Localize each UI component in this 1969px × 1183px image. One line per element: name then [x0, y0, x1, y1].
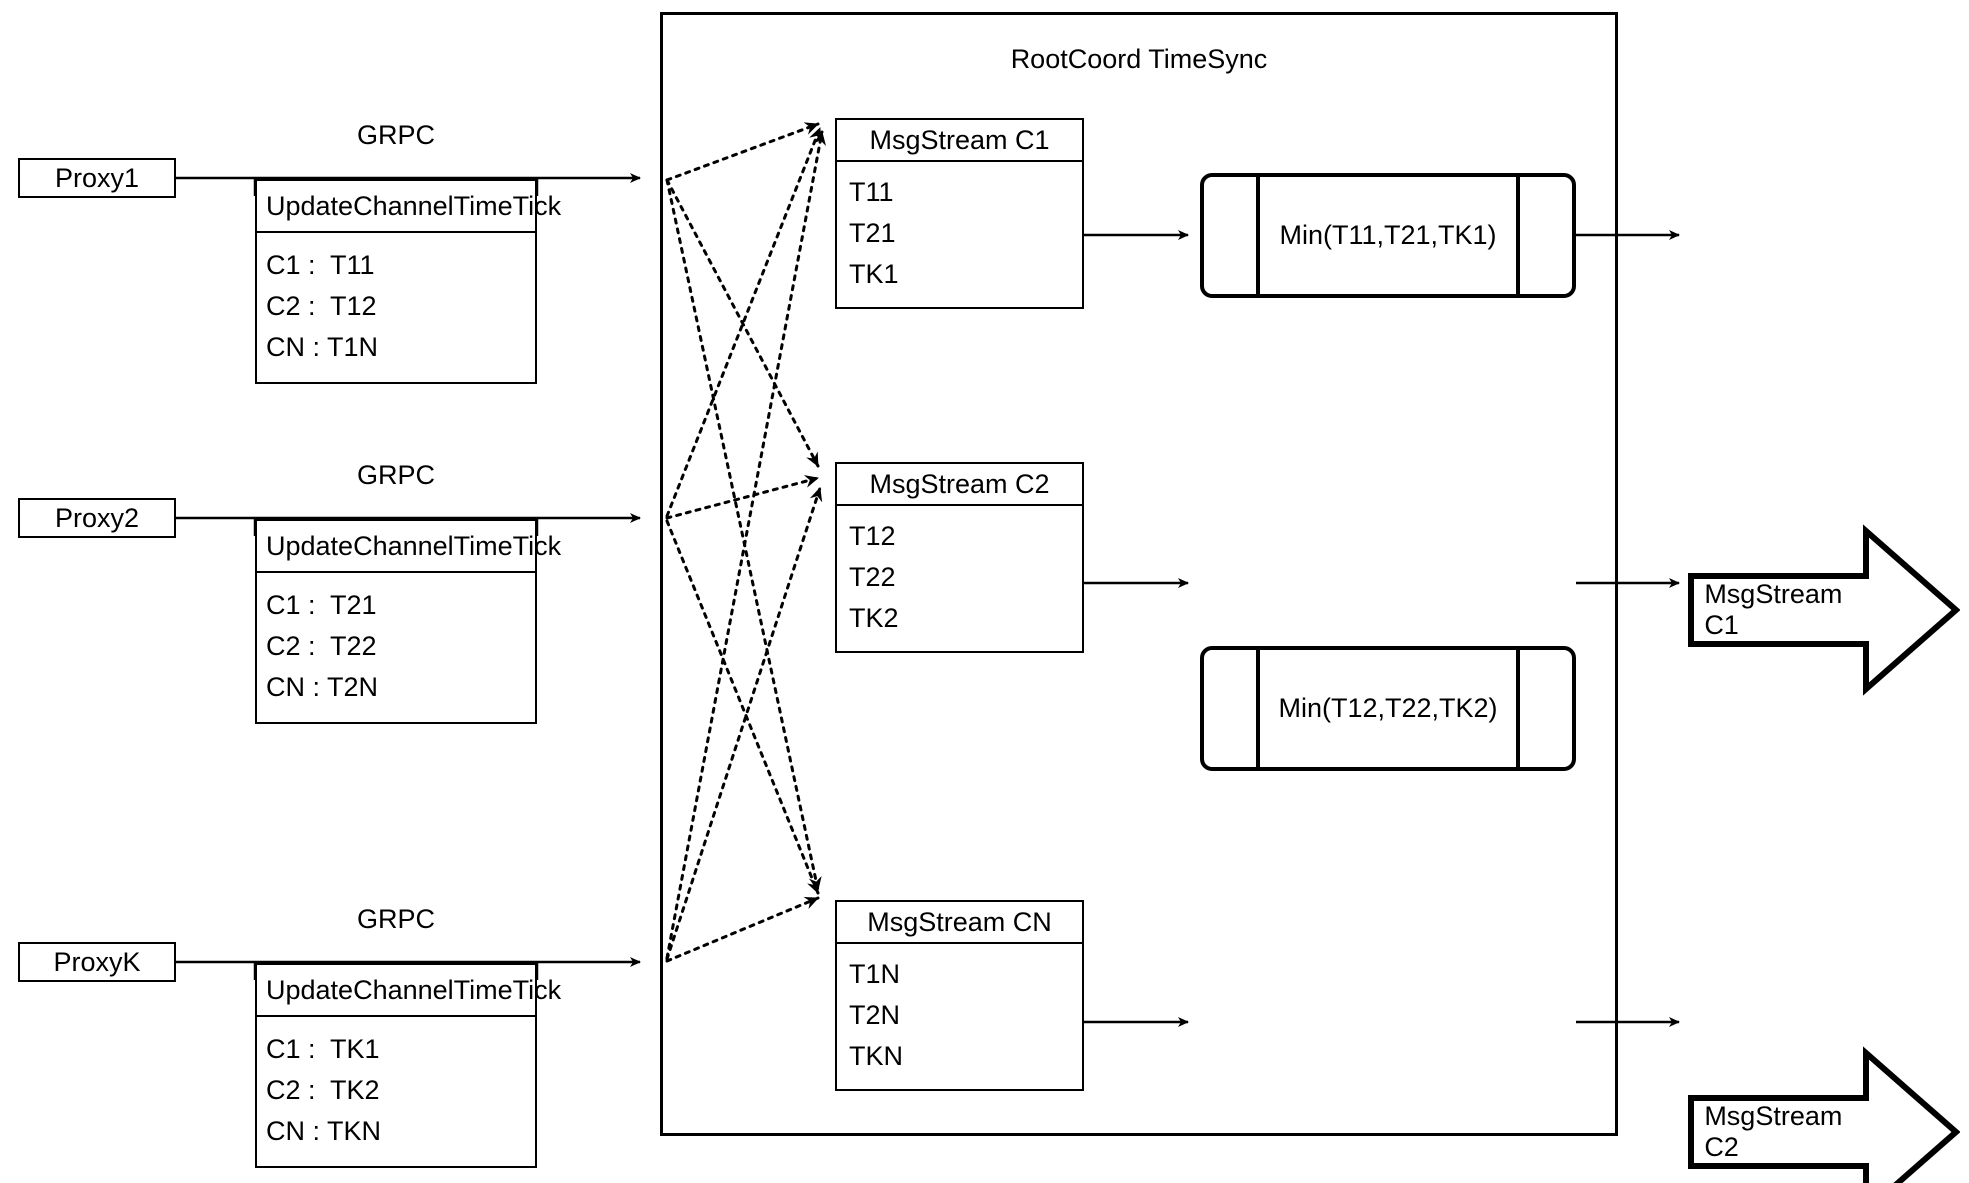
update-channel-timetick-title: UpdateChannelTimeTick	[257, 965, 561, 1017]
msgstream-rows: T1N T2N TKN	[837, 944, 1082, 1089]
msgstream-title: MsgStream C2	[837, 464, 1082, 506]
timetick-row: C2 : T22	[266, 631, 377, 661]
update-channel-timetick-title: UpdateChannelTimeTick	[257, 181, 561, 233]
msgstream-title: MsgStream C1	[837, 120, 1082, 162]
msgstream-row: TK1	[849, 259, 899, 289]
msgstream-title: MsgStream CN	[837, 902, 1082, 944]
min-label: Min(T12,T22,TK2)	[1278, 693, 1498, 723]
proxy-box-proxy1[interactable]: Proxy1	[18, 158, 176, 198]
update-channel-timetick-rows: C1 : T21 C2 : T22 CN : T2N	[257, 573, 535, 722]
proxy-box-proxyk[interactable]: ProxyK	[18, 942, 176, 982]
output-arrow-label: MsgStream C1	[1704, 579, 1843, 640]
output-arrow-c1: MsgStream C1	[1688, 523, 1960, 697]
process-divider-right	[1516, 646, 1520, 771]
msgstream-box-c2: MsgStream C2 T12 T22 TK2	[835, 462, 1084, 653]
min-label: Min(T11,T21,TK1)	[1279, 220, 1497, 250]
grpc-label-proxy1: GRPC	[356, 120, 435, 150]
update-channel-timetick-rows: C1 : TK1 C2 : TK2 CN : TKN	[257, 1017, 535, 1166]
process-divider-right	[1516, 173, 1520, 298]
msgstream-rows: T11 T21 TK1	[837, 162, 1082, 307]
msgstream-row: T11	[849, 177, 894, 207]
rootcoord-timesync-title: RootCoord TimeSync	[1010, 44, 1268, 74]
grpc-label-proxy2: GRPC	[356, 460, 435, 490]
timetick-row: CN : T1N	[266, 332, 379, 362]
msgstream-box-c1: MsgStream C1 T11 T21 TK1	[835, 118, 1084, 309]
msgstream-box-cn: MsgStream CN T1N T2N TKN	[835, 900, 1084, 1091]
proxy-label: Proxy2	[54, 502, 140, 533]
msgstream-row: TK2	[849, 603, 899, 633]
min-process-shape-c1: Min(T11,T21,TK1)	[1200, 173, 1576, 298]
proxy-box-proxy2[interactable]: Proxy2	[18, 498, 176, 538]
update-channel-timetick-box-proxyk: UpdateChannelTimeTick C1 : TK1 C2 : TK2 …	[255, 963, 561, 1168]
msgstream-row: T12	[849, 521, 896, 551]
timetick-row: C1 : TK1	[266, 1034, 380, 1064]
grpc-label-proxyk: GRPC	[356, 904, 435, 934]
timetick-row: CN : T2N	[266, 672, 379, 702]
update-channel-timetick-box-proxy1: UpdateChannelTimeTick C1 : T11 C2 : T12 …	[255, 179, 561, 384]
timetick-row: C2 : TK2	[266, 1075, 380, 1105]
update-channel-timetick-box-proxy2: UpdateChannelTimeTick C1 : T21 C2 : T22 …	[255, 519, 561, 724]
update-channel-timetick-title: UpdateChannelTimeTick	[257, 521, 561, 573]
msgstream-row: T2N	[849, 1000, 901, 1030]
rootcoord-timesync-container	[660, 12, 1618, 1136]
process-divider-left	[1256, 173, 1260, 298]
msgstream-row: T1N	[849, 959, 901, 989]
msgstream-row: T21	[849, 218, 896, 248]
msgstream-row: T22	[849, 562, 896, 592]
min-process-shape-c2: Min(T12,T22,TK2)	[1200, 646, 1576, 771]
output-arrow-c2: MsgStream C2	[1688, 1045, 1960, 1183]
msgstream-row: TKN	[849, 1041, 903, 1071]
proxy-label: Proxy1	[54, 162, 140, 193]
output-arrow-label: MsgStream C2	[1704, 1101, 1843, 1162]
timetick-row: C1 : T11	[266, 250, 375, 280]
process-divider-left	[1256, 646, 1260, 771]
timetick-row: CN : TKN	[266, 1116, 382, 1146]
timetick-row: C2 : T12	[266, 291, 377, 321]
update-channel-timetick-rows: C1 : T11 C2 : T12 CN : T1N	[257, 233, 535, 382]
timetick-row: C1 : T21	[266, 590, 377, 620]
msgstream-rows: T12 T22 TK2	[837, 506, 1082, 651]
proxy-label: ProxyK	[53, 946, 141, 977]
